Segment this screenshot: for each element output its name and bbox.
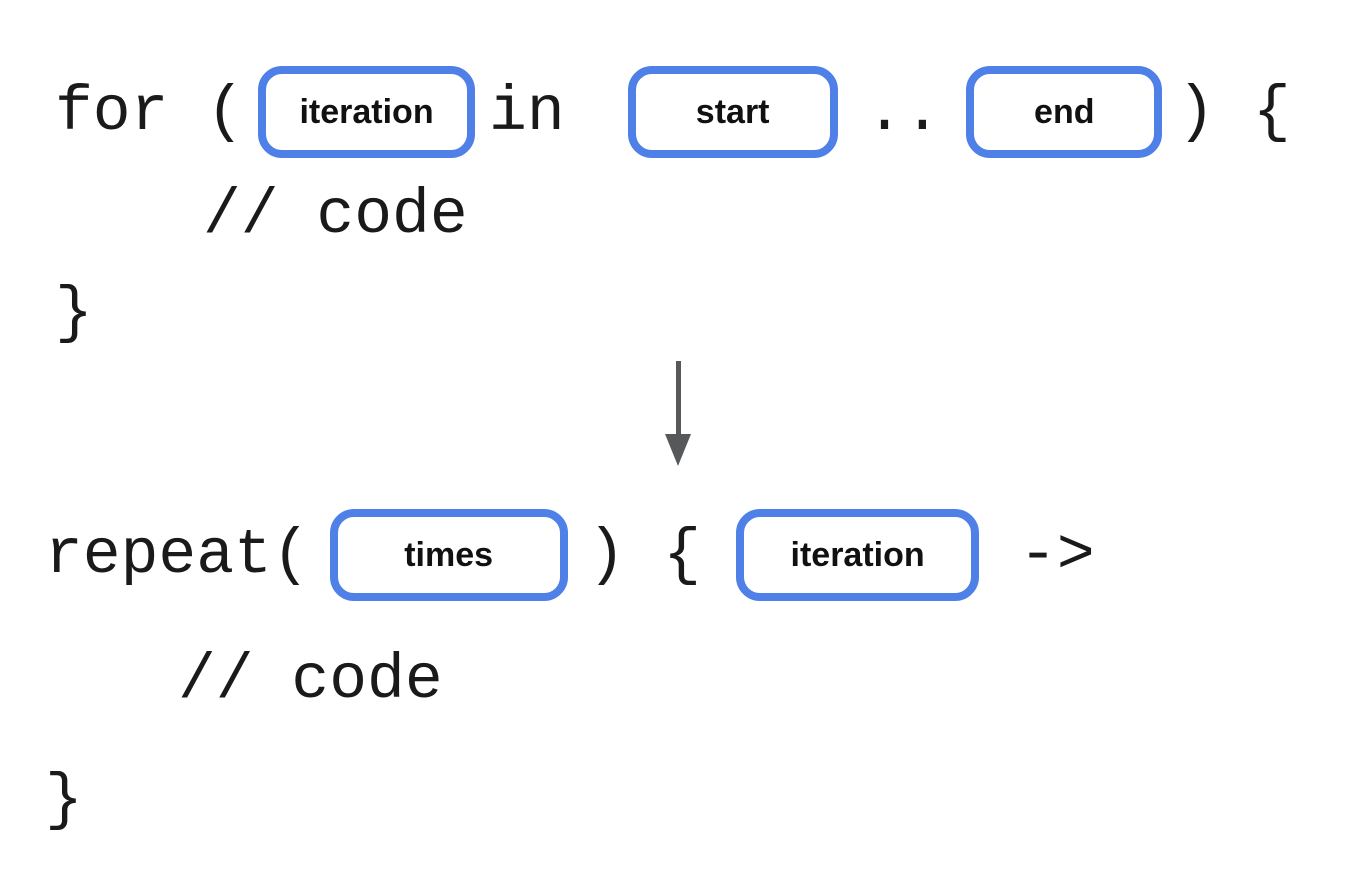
iteration-slot-label: iteration	[299, 93, 434, 131]
for-closing-brace: }	[55, 278, 93, 349]
repeat-close-paren-open-brace: ) {	[587, 519, 702, 591]
repeat-open-keyword: repeat(	[45, 519, 310, 591]
iteration-slot-pill: iteration	[258, 66, 476, 158]
lambda-iteration-slot-pill: iteration	[736, 509, 980, 601]
for-body-comment-line: // code	[203, 184, 468, 247]
for-close-paren-open-brace: ) {	[1177, 76, 1291, 148]
start-slot-label: start	[695, 93, 770, 131]
repeat-body-comment: // code	[178, 645, 443, 716]
transform-down-arrow-icon	[663, 361, 693, 466]
repeat-closing-brace: }	[45, 765, 83, 836]
for-open-keyword: for (	[55, 76, 245, 148]
start-slot-pill: start	[627, 66, 838, 158]
repeat-call-line: repeat( times ) { iteration ->	[45, 509, 1095, 601]
for-body-comment: // code	[203, 180, 468, 251]
down-arrow-shaft	[675, 361, 681, 434]
end-slot-pill: end	[966, 66, 1163, 158]
repeat-closing-brace-line: }	[45, 769, 83, 832]
end-slot-label: end	[1034, 93, 1095, 131]
repeat-body-comment-line: // code	[178, 649, 443, 712]
lambda-arrow-operator: ->	[1019, 519, 1095, 591]
times-slot-pill: times	[329, 509, 568, 601]
lambda-iteration-slot-label: iteration	[790, 536, 925, 574]
for-closing-brace-line: }	[55, 282, 93, 345]
down-arrow-head	[665, 434, 691, 466]
range-operator: ..	[865, 76, 942, 148]
in-keyword: in	[489, 76, 565, 148]
for-loop-header-line: for ( iteration in start .. end ) {	[55, 66, 1291, 158]
times-slot-label: times	[404, 536, 494, 574]
